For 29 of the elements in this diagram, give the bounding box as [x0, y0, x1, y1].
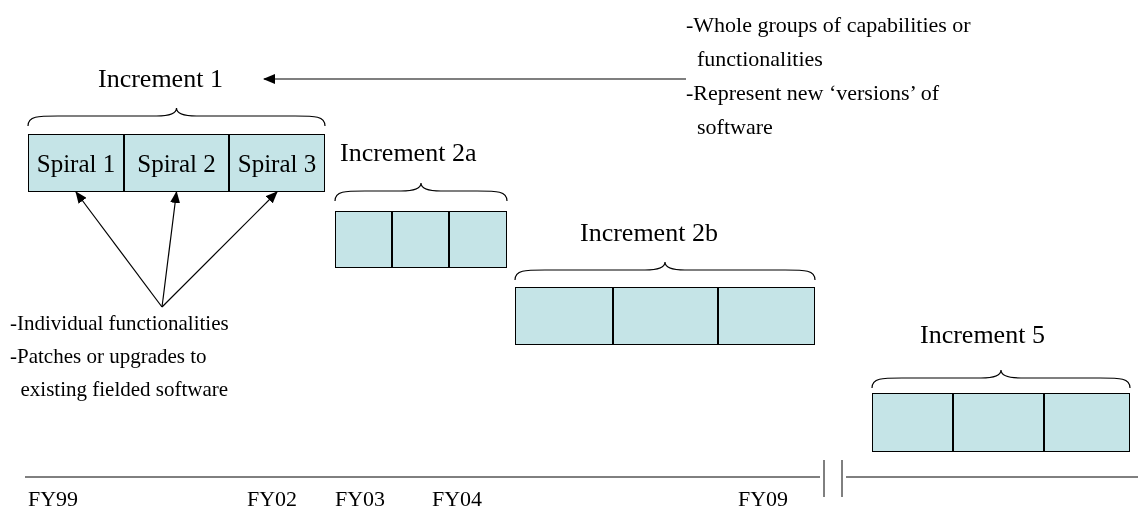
increment-heading: Increment 1: [98, 62, 260, 96]
year-label: FY09: [738, 488, 789, 510]
increment-box: [718, 287, 815, 345]
increment-heading: Increment 2a: [340, 140, 477, 166]
bullet-note: -Patches or upgrades to existing fielded software: [10, 343, 230, 403]
spiral-box: Spiral 1: [28, 134, 124, 192]
increment-box: [953, 393, 1044, 452]
increment-heading: Increment 2b: [580, 220, 718, 246]
spiral-box: Spiral 3: [229, 134, 325, 192]
year-label: FY04: [432, 488, 483, 510]
increment-box: [872, 393, 953, 452]
arrow: [161, 191, 278, 308]
increment-box: [449, 211, 507, 268]
bullet-note: -Individual functionalities: [10, 310, 230, 337]
increment-box: [613, 287, 718, 345]
spiral-box: Spiral 2: [124, 134, 229, 192]
increment-box: [1044, 393, 1130, 452]
arrow: [263, 74, 687, 84]
increment-box: [335, 211, 392, 268]
bullet-note: -Whole groups of capabilities or functionalities: [686, 11, 972, 73]
increment-box: [515, 287, 613, 345]
arrow: [161, 191, 181, 308]
bullet-note: -Represent new ‘versions’ of software: [686, 79, 941, 141]
increment-box: [392, 211, 449, 268]
year-label: FY99: [28, 488, 79, 510]
year-label: FY03: [335, 488, 386, 510]
increment-heading: Increment 5: [920, 322, 1045, 348]
year-label: FY02: [247, 488, 298, 510]
arrow: [75, 191, 163, 308]
